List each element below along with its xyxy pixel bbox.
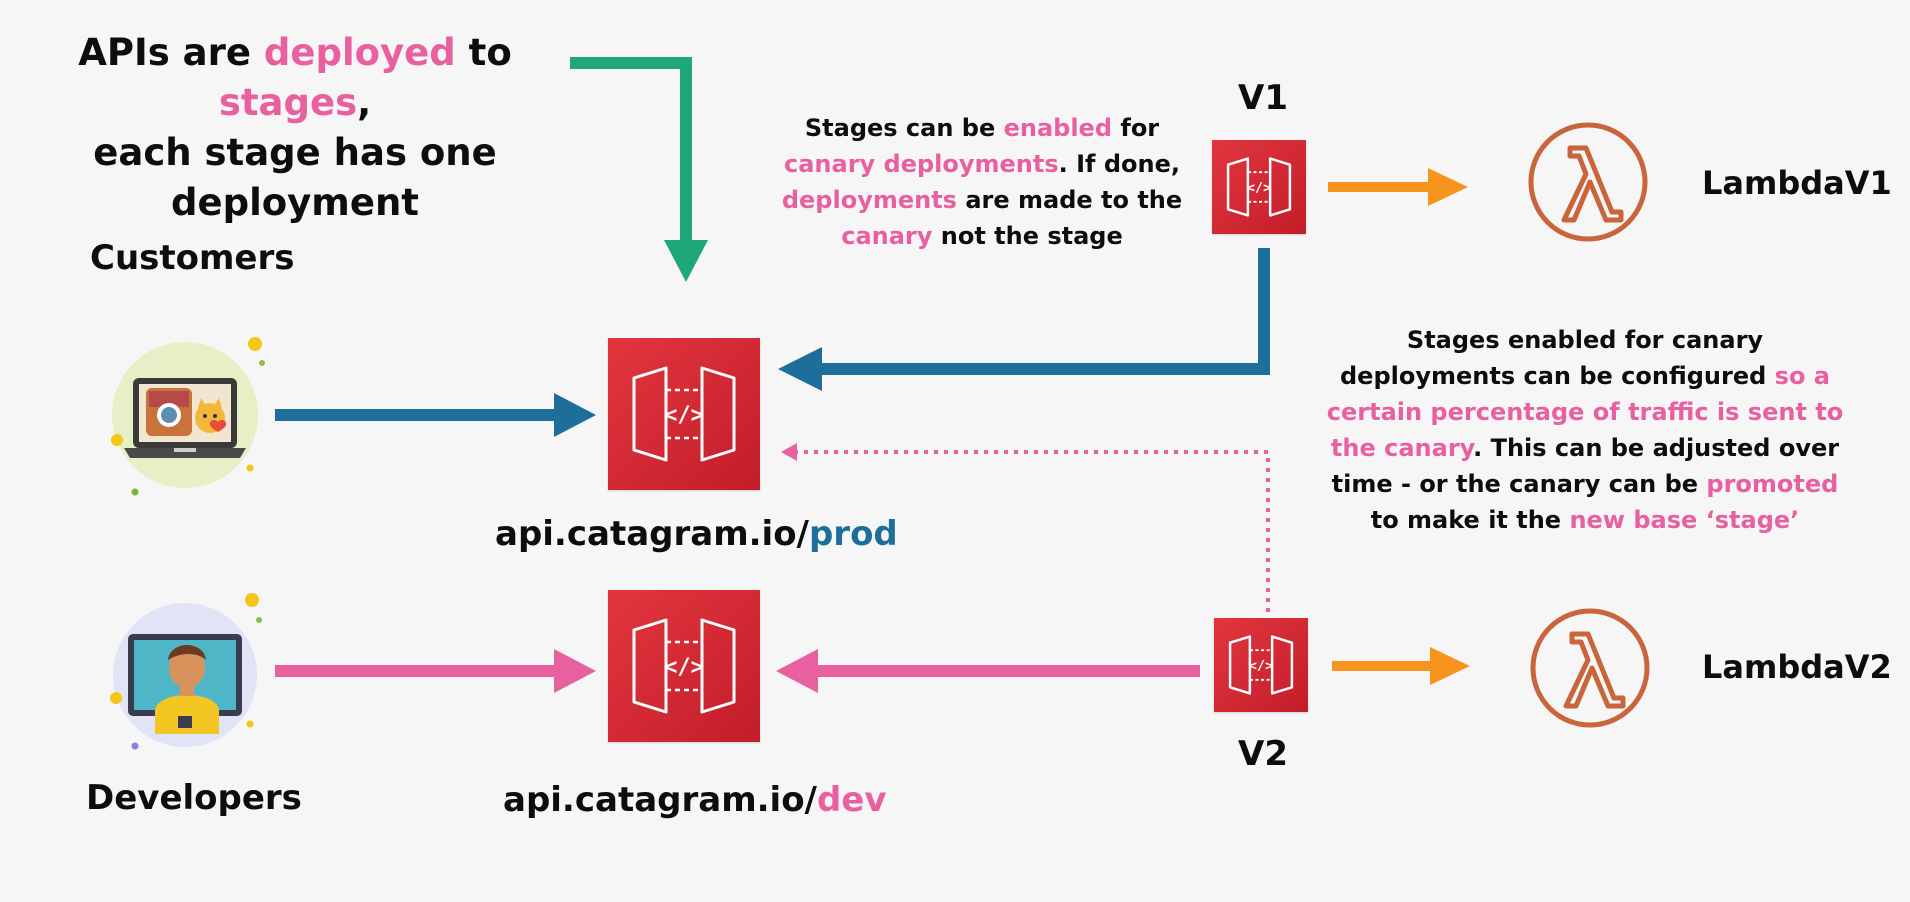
headline-deployed: deployed bbox=[263, 31, 456, 74]
v1-deployment: </> bbox=[1212, 140, 1306, 234]
api-gateway-icon: </> bbox=[632, 366, 736, 462]
api-base-url: api.catagram.io/ bbox=[503, 780, 817, 820]
note-highlight: promoted bbox=[1706, 470, 1839, 498]
lambda-v2-label: LambdaV2 bbox=[1702, 648, 1892, 686]
v1-to-lambda-arrow bbox=[1328, 168, 1468, 206]
headline-text: to bbox=[455, 31, 512, 74]
svg-text:</>: </> bbox=[1249, 658, 1274, 674]
prod-api-label: api.catagram.io/prod bbox=[495, 514, 898, 554]
customers-label: Customers bbox=[90, 238, 295, 278]
note-highlight: canary deployments bbox=[783, 150, 1059, 178]
note-text: to make it the bbox=[1370, 506, 1570, 534]
v1-label: V1 bbox=[1238, 78, 1288, 118]
green-deploy-arrow bbox=[570, 57, 708, 282]
api-gateway-icon: </> bbox=[632, 618, 736, 714]
v2-to-dev-arrow bbox=[776, 649, 1200, 693]
lambda-icon bbox=[1528, 122, 1648, 242]
note-highlight: certain percentage of traffic is sent to bbox=[1326, 398, 1844, 426]
note-highlight: deployments bbox=[781, 186, 957, 214]
prod-stage-name: prod bbox=[808, 514, 898, 554]
note-text: Stages can be bbox=[804, 114, 1004, 142]
note-text: are made to the bbox=[956, 186, 1183, 214]
svg-text:</>: </> bbox=[664, 655, 704, 680]
v2-to-lambda-arrow bbox=[1332, 647, 1470, 685]
developers-label: Developers bbox=[86, 778, 302, 818]
v2-label: V2 bbox=[1238, 734, 1288, 774]
lambda-v1-label: LambdaV1 bbox=[1702, 164, 1892, 202]
headline: APIs are deployed to stages, each stage … bbox=[0, 28, 590, 228]
note-highlight: canary bbox=[841, 222, 933, 250]
note-text: for bbox=[1112, 114, 1160, 142]
dev-stage-name: dev bbox=[816, 780, 887, 820]
dev-api-label: api.catagram.io/dev bbox=[503, 780, 887, 820]
v2-canary-dotted-arrow bbox=[781, 443, 1270, 612]
dev-api-gateway: </> bbox=[608, 590, 760, 742]
note-highlight: so a bbox=[1774, 362, 1830, 390]
headline-line-1: APIs are deployed to stages, bbox=[0, 28, 590, 128]
v2-deployment: </> bbox=[1214, 618, 1308, 712]
headline-stages: stages bbox=[218, 81, 358, 124]
developers-to-dev-arrow bbox=[275, 649, 596, 693]
note-text: deployments can be configured bbox=[1340, 362, 1775, 390]
api-base-url: api.catagram.io/ bbox=[495, 514, 809, 554]
note-text: . This can be adjusted over bbox=[1473, 434, 1840, 462]
svg-text:</>: </> bbox=[664, 403, 704, 428]
v1-to-prod-arrow bbox=[778, 248, 1270, 391]
headline-text: APIs are bbox=[78, 31, 264, 74]
developer-icon bbox=[110, 593, 262, 750]
note-text: time - or the canary can be bbox=[1331, 470, 1707, 498]
laptop-icon bbox=[111, 337, 265, 496]
note-text: not the stage bbox=[932, 222, 1123, 250]
headline-text: , bbox=[357, 81, 372, 124]
traffic-note: Stages enabled for canary deployments ca… bbox=[1320, 322, 1850, 538]
note-text: . If done, bbox=[1058, 150, 1181, 178]
api-gateway-icon: </> bbox=[1226, 157, 1292, 217]
customers-to-prod-arrow bbox=[275, 393, 596, 437]
note-text: Stages enabled for canary bbox=[1406, 326, 1764, 354]
api-gateway-icon: </> bbox=[1228, 635, 1294, 695]
note-highlight: new base ‘stage’ bbox=[1569, 506, 1800, 534]
note-highlight: enabled bbox=[1003, 114, 1113, 142]
canary-note: Stages can be enabled for canary deploym… bbox=[752, 110, 1212, 254]
lambda-icon bbox=[1530, 608, 1650, 728]
headline-line-2: each stage has one deployment bbox=[93, 131, 497, 224]
svg-text:</>: </> bbox=[1247, 180, 1272, 196]
note-highlight: the canary bbox=[1330, 434, 1474, 462]
prod-api-gateway: </> bbox=[608, 338, 760, 490]
